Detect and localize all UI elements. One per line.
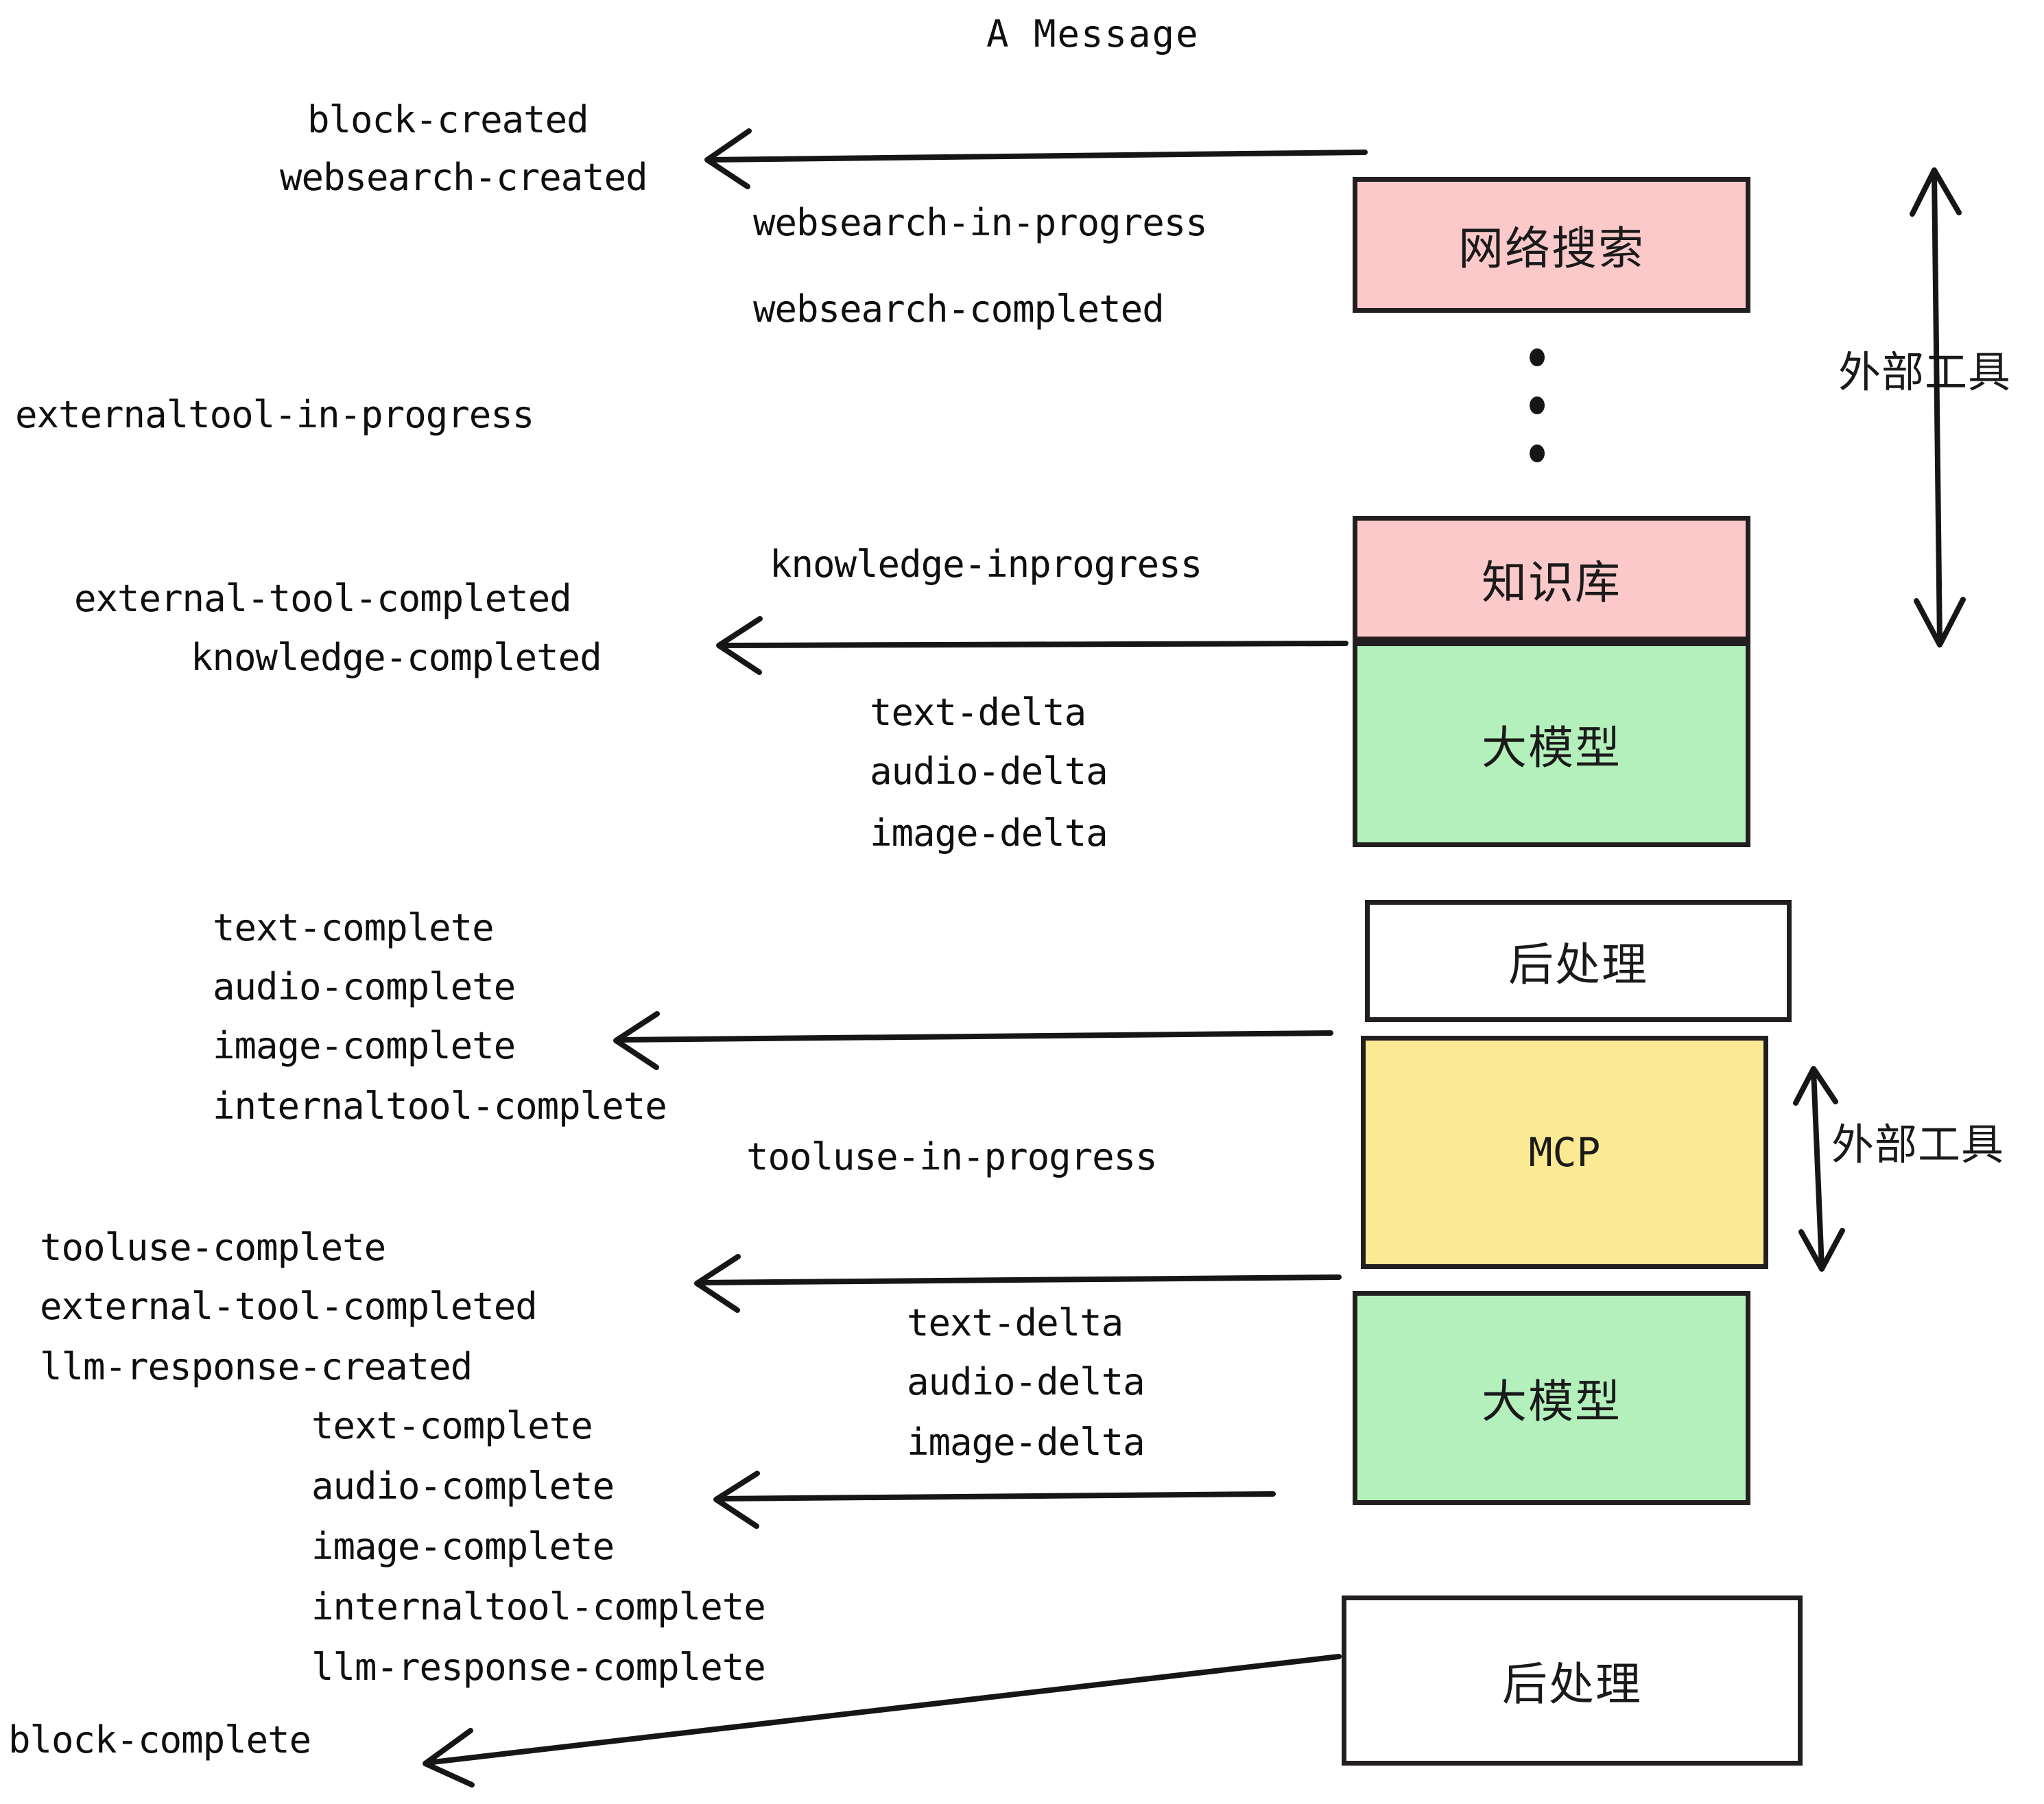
group-label-external-tools-bottom: 外部工具 xyxy=(1831,1119,2005,1170)
event-text-complete-1: text-complete xyxy=(213,906,495,949)
box-postprocess-1[interactable]: 后处理 xyxy=(1365,900,1792,1022)
box-postprocess-2-label: 后处理 xyxy=(1502,1658,1642,1711)
event-text-complete-2: text-complete xyxy=(311,1404,593,1447)
event-audio-delta-2: audio-delta xyxy=(907,1360,1145,1403)
box-llm-1-label: 大模型 xyxy=(1482,722,1621,774)
event-audio-complete-1: audio-complete xyxy=(213,965,516,1008)
event-knowledge-inprogress: knowledge-inprogress xyxy=(770,543,1202,586)
box-llm-1[interactable]: 大模型 xyxy=(1353,641,1750,847)
event-image-complete-1: image-complete xyxy=(213,1024,516,1067)
diagram-title: A Message xyxy=(986,12,1200,56)
event-external-tool-completed-1: external-tool-completed xyxy=(74,577,572,620)
event-image-delta-1: image-delta xyxy=(870,811,1108,855)
box-mcp-label: MCP xyxy=(1528,1129,1601,1176)
arrow-websearch-to-block-created xyxy=(704,128,1368,189)
box-knowledge-label: 知识库 xyxy=(1482,556,1621,609)
event-image-complete-2: image-complete xyxy=(311,1525,615,1568)
event-llm-response-created: llm-response-created xyxy=(40,1345,473,1388)
event-websearch-completed: websearch-completed xyxy=(753,287,1165,331)
bracket-external-tools-top xyxy=(1910,167,1966,648)
event-llm-response-complete: llm-response-complete xyxy=(311,1646,766,1689)
event-internaltool-complete-2: internaltool-complete xyxy=(311,1585,766,1628)
ellipsis-dot-3 xyxy=(1530,444,1545,462)
box-knowledge[interactable]: 知识库 xyxy=(1353,516,1750,641)
event-audio-complete-2: audio-complete xyxy=(311,1464,615,1508)
arrow-llm1-to-knowledge-completed xyxy=(716,616,1348,675)
box-llm-2[interactable]: 大模型 xyxy=(1353,1291,1750,1505)
event-external-tool-completed-2: external-tool-completed xyxy=(40,1285,538,1328)
event-block-created: block-created xyxy=(307,98,589,141)
arrow-llm2-to-audio-complete xyxy=(713,1471,1276,1529)
box-postprocess-1-label: 后处理 xyxy=(1508,938,1648,991)
ellipsis-dot-1 xyxy=(1530,348,1545,366)
box-websearch[interactable]: 网络搜索 xyxy=(1353,177,1750,313)
event-internaltool-complete-1: internaltool-complete xyxy=(213,1084,667,1128)
box-mcp[interactable]: MCP xyxy=(1361,1036,1768,1269)
box-llm-2-label: 大模型 xyxy=(1482,1375,1621,1428)
event-audio-delta-1: audio-delta xyxy=(870,750,1108,793)
box-websearch-label: 网络搜索 xyxy=(1458,222,1645,275)
box-postprocess-2[interactable]: 后处理 xyxy=(1342,1595,1803,1766)
event-image-delta-2: image-delta xyxy=(907,1421,1145,1464)
event-knowledge-completed: knowledge-completed xyxy=(191,636,602,679)
event-websearch-in-progress: websearch-in-progress xyxy=(753,201,1208,244)
arrow-postprocess1-to-image-complete xyxy=(613,1011,1333,1070)
event-websearch-created: websearch-created xyxy=(280,156,648,199)
group-label-external-tools-top: 外部工具 xyxy=(1838,347,2012,397)
event-block-complete: block-complete xyxy=(8,1718,311,1761)
event-text-delta-2: text-delta xyxy=(907,1301,1124,1344)
event-text-delta-1: text-delta xyxy=(870,691,1086,734)
event-tooluse-complete: tooluse-complete xyxy=(40,1226,386,1269)
event-tooluse-in-progress: tooluse-in-progress xyxy=(746,1135,1158,1178)
ellipsis-dot-2 xyxy=(1530,396,1545,414)
event-externaltool-in-progress: externaltool-in-progress xyxy=(15,393,534,436)
